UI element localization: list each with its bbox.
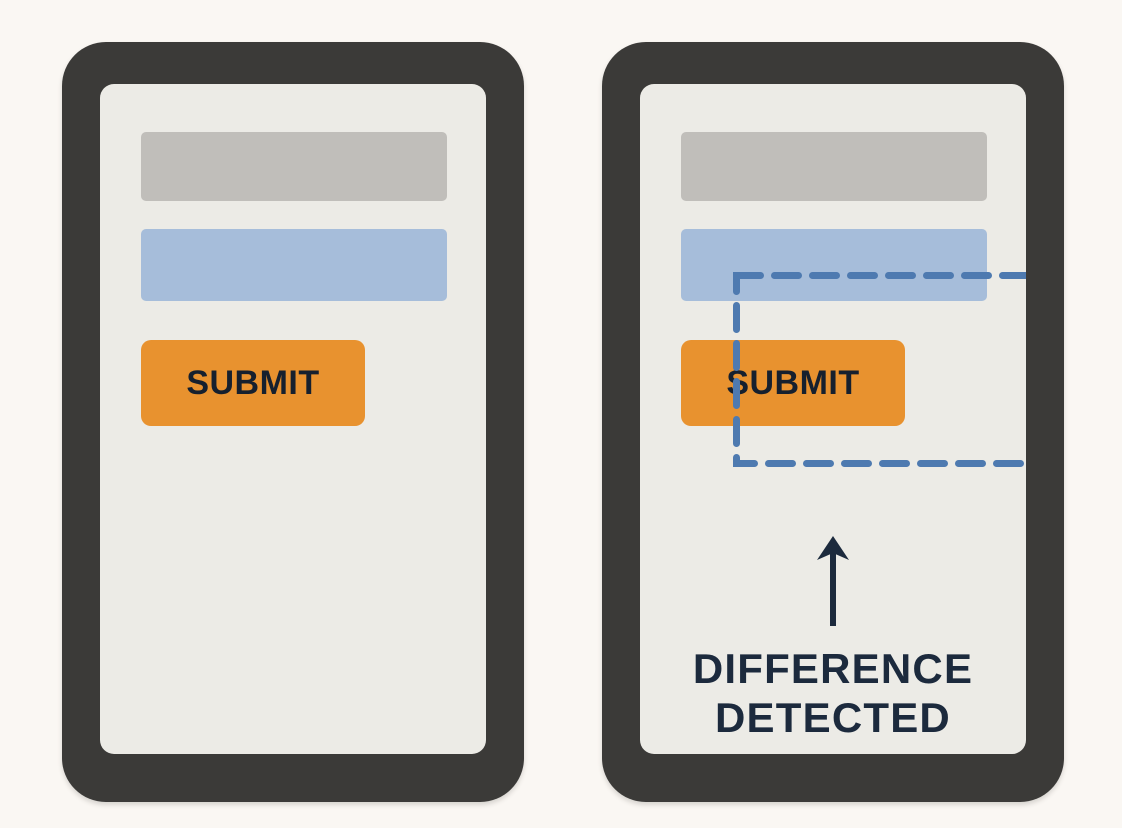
baseline-submit-label: SUBMIT [186,364,320,402]
difference-annotation: DIFFERENCE DETECTED [640,534,1026,742]
baseline-submit-button[interactable]: SUBMIT [141,340,365,426]
dashed-rectangle-icon [733,272,1026,467]
baseline-placeholder-bar-gray [141,132,447,201]
baseline-placeholder-bar-blue [141,229,447,301]
difference-caption-line-2: DETECTED [715,694,951,742]
baseline-screen: SUBMIT [100,84,486,754]
difference-caption-line-1: DIFFERENCE [692,645,974,692]
arrow-up-icon [813,534,853,626]
candidate-device-frame: SUBMIT DIFFERENCE DETECTED [602,42,1064,802]
difference-highlight-box[interactable] [733,272,1026,467]
candidate-submit-label: SUBMIT [726,364,860,402]
candidate-submit-button[interactable]: SUBMIT [681,340,905,426]
difference-caption: DIFFERENCE DETECTED [693,644,973,742]
baseline-device-frame: SUBMIT [62,42,524,802]
candidate-placeholder-bar-blue [681,229,987,301]
candidate-placeholder-bar-gray [681,132,987,201]
candidate-screen: SUBMIT DIFFERENCE DETECTED [640,84,1026,754]
